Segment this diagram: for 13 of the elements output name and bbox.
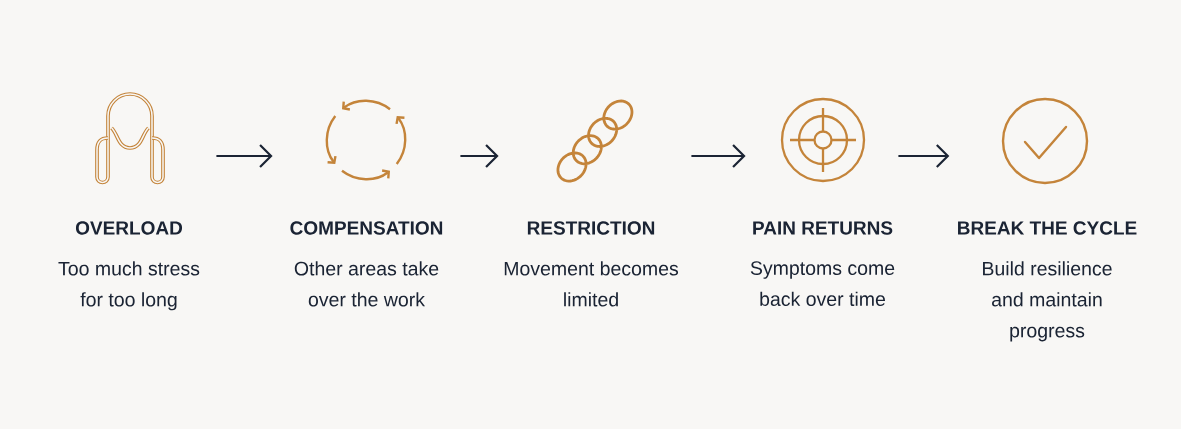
step-heading: COMPENSATION [290,221,443,235]
step-heading: PAIN RETURNS [753,221,893,235]
arrow [460,144,499,168]
step-description: Build resilience and maintain progress [983,261,1112,342]
step-heading: RESTRICTION [527,221,655,235]
step-heading: BREAK THE CYCLE [958,221,1137,235]
step-description: Symptoms come back over time [750,261,895,306]
arrow [898,144,950,168]
step-description: Too much stress for too long [58,261,200,311]
arrow [691,144,746,168]
step-description: Other areas take over the work [294,261,439,307]
step-heading: OVERLOAD [75,221,183,235]
step-description: Movement becomes limited [504,261,679,307]
